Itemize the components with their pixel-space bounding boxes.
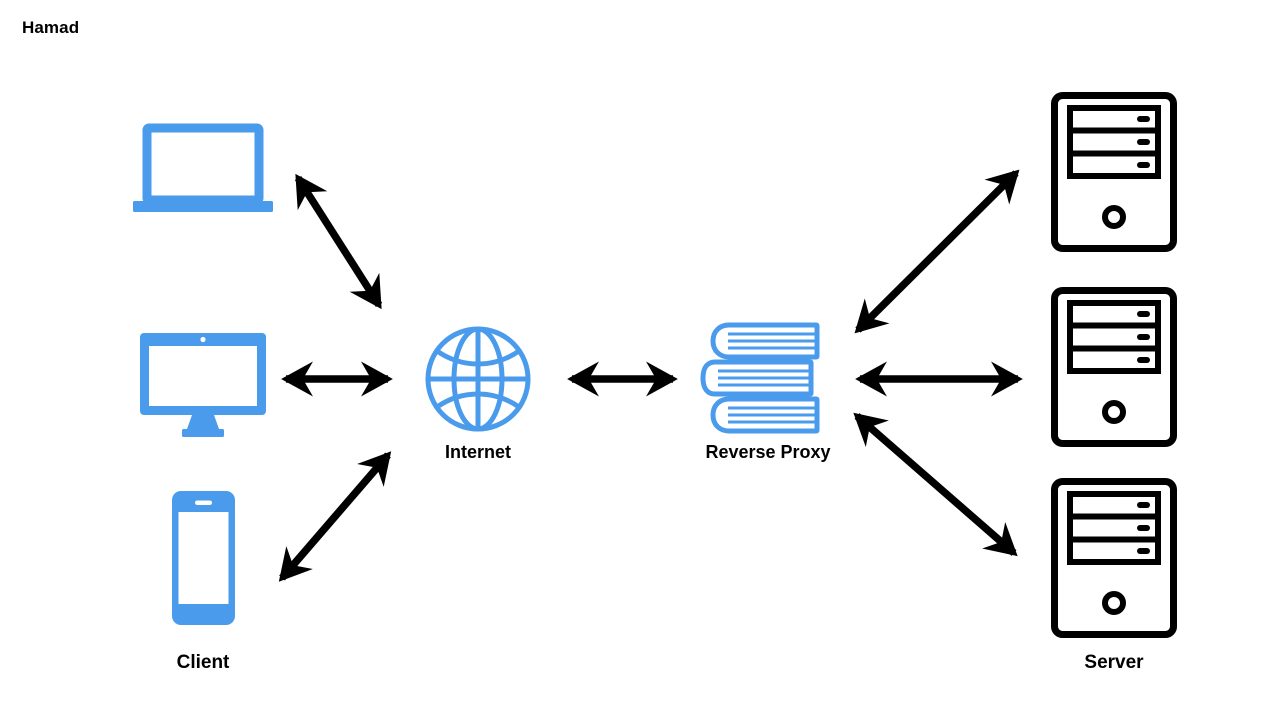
client-group-label: Client <box>176 652 230 673</box>
node-server-3[interactable] <box>1051 478 1177 638</box>
arrow-proxy-server1 <box>854 169 1020 334</box>
desktop-monitor-icon <box>140 333 266 437</box>
laptop-icon <box>133 123 273 212</box>
book-bottom <box>710 396 820 434</box>
node-reverse-proxy[interactable]: Reverse Proxy <box>698 320 838 470</box>
node-server-1[interactable] <box>1051 92 1177 252</box>
node-desktop[interactable] <box>140 333 266 437</box>
books-stack-icon <box>700 322 820 434</box>
server-tower-icon <box>1051 478 1177 638</box>
book-middle <box>700 359 814 397</box>
smartphone-icon <box>172 491 235 625</box>
internet-label: Internet <box>444 442 511 462</box>
arrow-phone-internet <box>278 451 392 582</box>
node-internet[interactable]: Internet <box>424 324 532 474</box>
server-group-label: Server <box>1084 652 1144 673</box>
globe-icon <box>425 326 531 432</box>
server-tower-icon <box>1051 287 1177 447</box>
arrow-laptop-internet <box>294 173 383 310</box>
server-tower-icon <box>1051 92 1177 252</box>
node-laptop[interactable] <box>133 123 273 214</box>
node-phone[interactable] <box>172 491 235 625</box>
reverse-proxy-label: Reverse Proxy <box>705 442 831 462</box>
book-top <box>710 322 820 360</box>
page-title: Hamad <box>22 18 80 37</box>
node-server-2[interactable] <box>1051 287 1177 447</box>
arrow-proxy-server3 <box>853 412 1018 557</box>
